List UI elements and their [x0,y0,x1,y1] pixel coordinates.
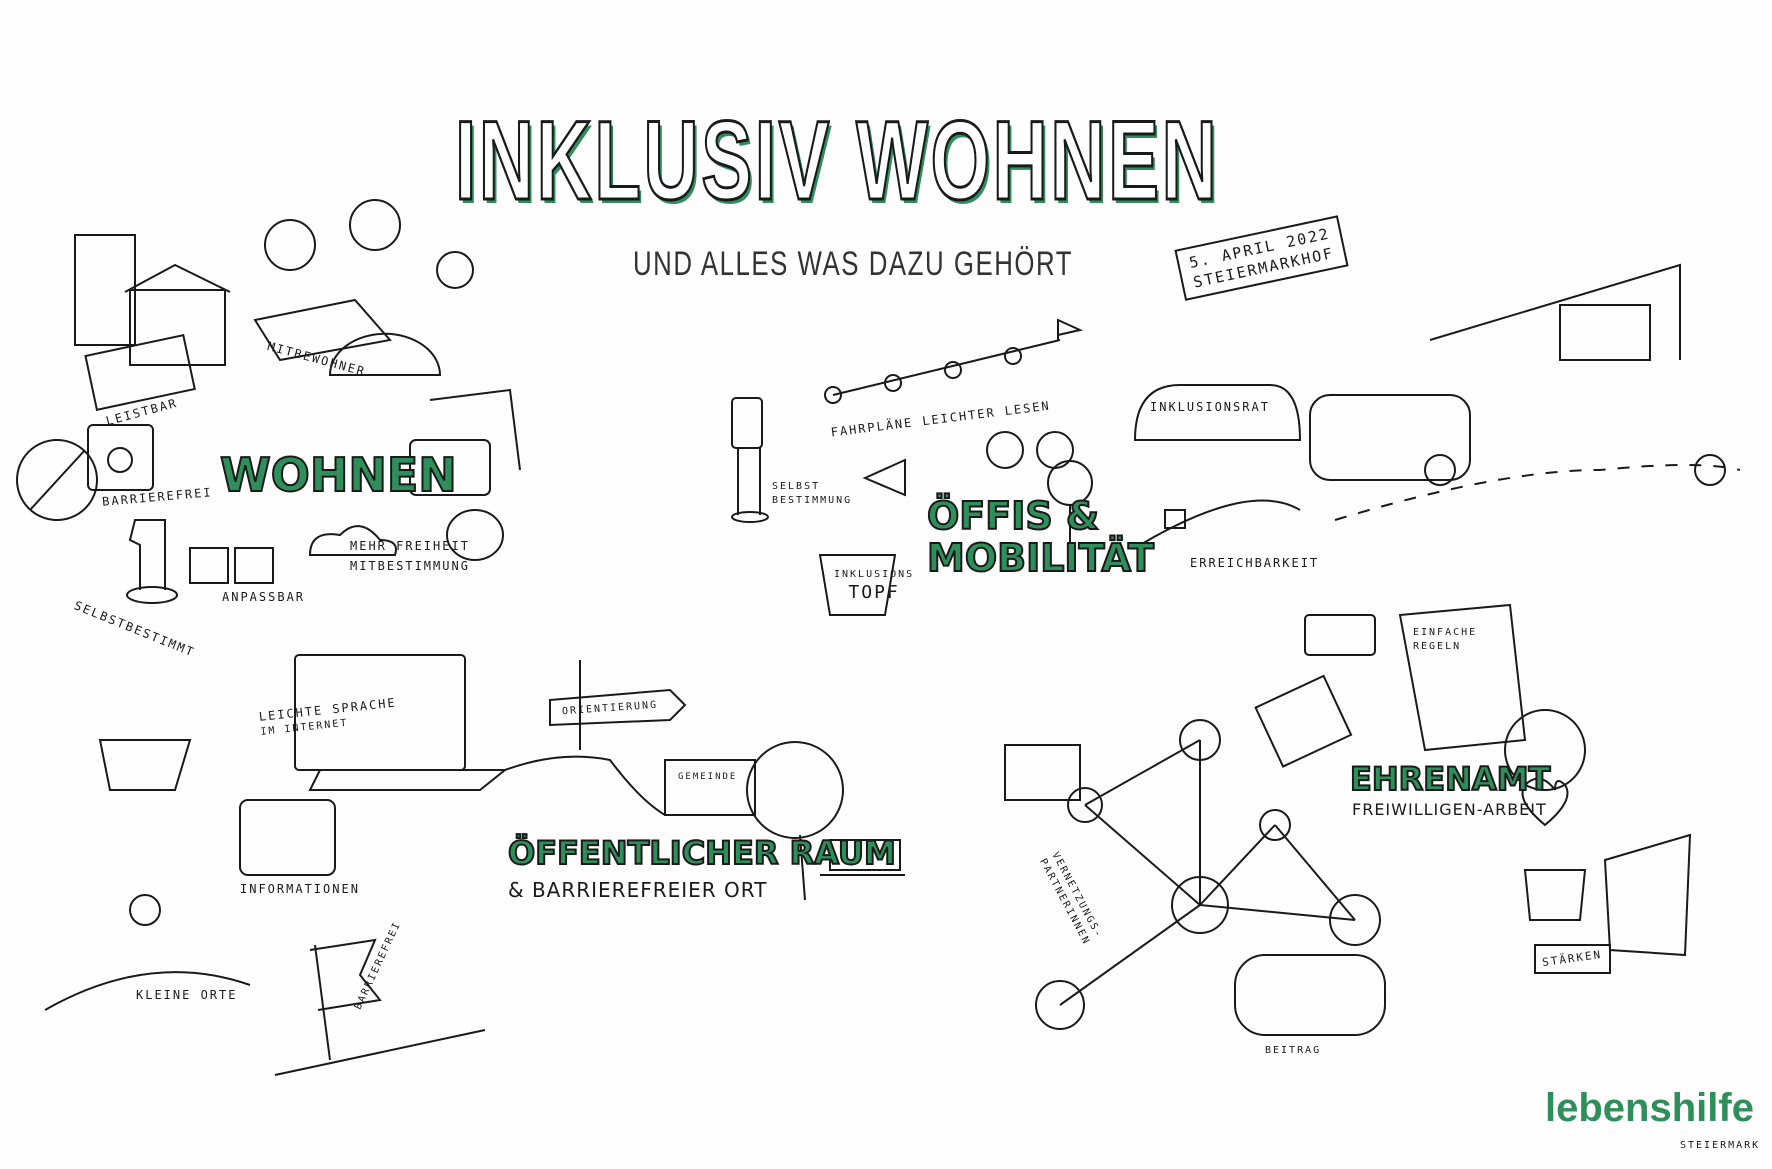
label-regeln: REGELN [1413,641,1462,652]
megaphone-icon [862,458,906,497]
town-hall-icon [664,759,756,816]
heading-wohnen: WOHNEN [219,447,458,503]
wheelchair-sign-icon [87,424,154,491]
label-gemeinde: GEMEINDE [678,772,738,782]
accessibility-flag-icon [309,938,382,1061]
info-sign-icon [239,799,336,876]
signpost-icon [549,660,687,750]
label-mehr-freiheit: MEHR FREIHEIT [350,539,470,553]
bus-shelter-icon [1429,263,1681,361]
inclusion-pot-icon [818,554,897,616]
label-kleine-orte: KLEINE ORTE [136,988,238,1002]
label-inklusionsrat: INKLUSIONSRAT [1150,400,1270,414]
network-graph-icon [1004,719,1381,1030]
logo-region: STEIERMARK [1680,1140,1761,1151]
label-selbst: SELBST [772,481,821,492]
label-beitrag: BEITRAG [1265,1045,1322,1056]
label-group-selbstbestimmung: SELBST BESTIMMUNG [772,480,852,508]
rules-document-icon [1398,603,1527,752]
speech-bubble-exclamation-icon [446,509,504,561]
label-group-einfache-regeln: EINFACHE REGELN [1413,626,1477,654]
hill-house-icon [1139,499,1301,546]
clock-icon [1504,709,1586,791]
winding-road-icon [504,755,666,816]
houses-icon [74,234,231,411]
heading-mobilitaet: MOBILITÄT [926,536,1155,580]
label-anpassbar: ANPASSBAR [222,590,306,604]
main-title: INKLUSIV WOHNEN [454,98,1220,223]
label-informationen: INFORMATIONEN [240,882,360,896]
subheading-freiwilligen-arbeit: FREIWILLIGEN-ARBEIT [1352,800,1547,819]
raised-hand-icon [126,519,178,604]
ground-line [274,1029,486,1076]
arrow-up-button-icon [189,547,229,584]
heart-icon [1521,777,1569,827]
inclusion-council-people-icon [1133,384,1302,441]
no-stairs-icon [16,439,98,521]
road-dashed-icon [1334,454,1741,521]
tree-icon [746,741,844,901]
heading-oeffis: ÖFFIS & [926,494,1100,538]
paper-boat-icon [98,739,192,791]
label-bestimmung: BESTIMMUNG [772,495,853,506]
heading-ehrenamt: EHRENAMT [1349,759,1551,799]
village-icon [44,894,251,1011]
bench-icon [820,839,905,876]
briefcase-icon [1304,614,1376,656]
label-erreichbarkeit: ERREICHBARKEIT [1190,556,1320,570]
beitrag-speech-bubble-icon [1234,954,1386,1036]
lebenshilfe-logo: lebenshilfe [1545,1086,1754,1130]
people-at-table-icon [253,199,474,376]
label-mitbestimmung: MITBESTIMMUNG [350,559,470,573]
trophy-icon [1523,869,1611,974]
subtitle: UND ALLES WAS DAZU GEHÖRT [633,245,1074,283]
arrow-down-button-icon [234,547,274,584]
laptop-icon [294,654,508,791]
phone-in-hand-icon [731,397,769,523]
label-inklusions: INKLUSIONS [834,569,915,580]
cloud-icon [308,525,397,556]
label-group-freiheit: MEHR FREIHEIT MITBESTIMMUNG [350,536,470,576]
subheading-barrierefreier-ort: & BARRIEREFREIER ORT [508,878,768,902]
bus-icon [1309,394,1471,486]
label-einfache: EINFACHE [1413,627,1478,638]
label-topf: TOPF [848,582,900,603]
label-group-inklusionstopf: INKLUSIONS TOPF [834,568,914,604]
heading-oeffentlicher-raum: ÖFFENTLICHER RAUM [507,833,897,873]
route-line-icon [824,318,1084,404]
heading-oeffis-mobilitaet: ÖFFIS & MOBILITÄT [926,494,1155,580]
checklist-icon [1603,833,1692,957]
paragraph-document-icon [1254,674,1353,768]
pot-icon [409,388,521,496]
bus-stop-sign-icon [1047,460,1093,570]
